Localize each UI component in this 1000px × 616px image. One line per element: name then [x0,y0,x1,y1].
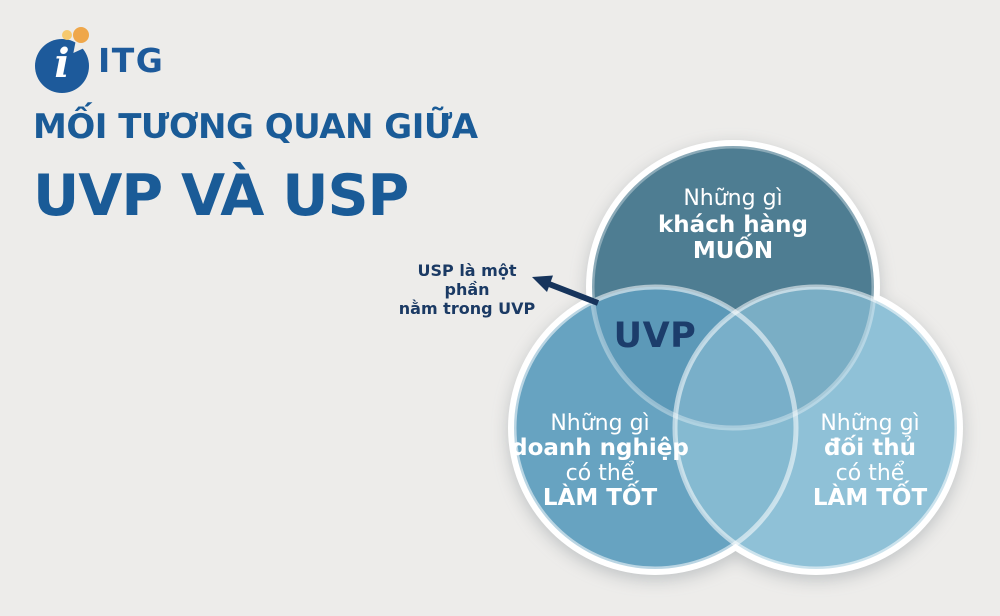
logo-wordmark: ITG [98,41,165,80]
annotation-text: USP là một phần nằm trong UVP [393,261,541,318]
annotation-arrowhead-icon [532,275,553,292]
left-circle-line1: Những gì [550,411,650,436]
top-circle-label: Những gì khách hàng MUỐN [633,186,833,264]
right-circle-line3: có thể [835,461,905,486]
page-title: MỐI TƯƠNG QUAN GIỮA UVP VÀ USP [33,102,478,230]
circle-outline-top [589,143,877,431]
annotation-line2: nằm trong UVP [398,299,536,318]
annotation-arrow-line [547,281,600,306]
logo-dot-large-icon [73,27,89,43]
page-title-line2: UVP VÀ USP [33,163,409,229]
page-title-line1: MỐI TƯƠNG QUAN GIỮA [33,107,478,147]
right-circle-line2: đối thủ [824,435,916,461]
overlap-center [675,287,796,428]
top-circle-line2: khách hàng [658,212,808,238]
left-circle-line3: có thể [565,461,635,486]
left-circle-label: Những gì doanh nghiệp có thể LÀM TỐT [498,411,702,511]
left-circle-line2: doanh nghiệp [511,435,689,461]
right-circle-line4: LÀM TỐT [812,485,928,511]
uvp-label: UVP [613,316,697,356]
logo-dot-small-icon [62,30,72,40]
right-circle-label: Những gì đối thủ có thể LÀM TỐT [768,411,972,511]
logo-letter: i [54,40,70,87]
circle-outline-left [511,284,799,572]
right-circle-line1: Những gì [820,411,920,436]
left-circle-line4: LÀM TỐT [542,485,658,511]
circle-outline-right [672,284,960,572]
top-circle-line3: MUỐN [692,238,774,264]
top-circle-line1: Những gì [683,186,783,211]
annotation-line1: USP là một phần [417,261,517,299]
